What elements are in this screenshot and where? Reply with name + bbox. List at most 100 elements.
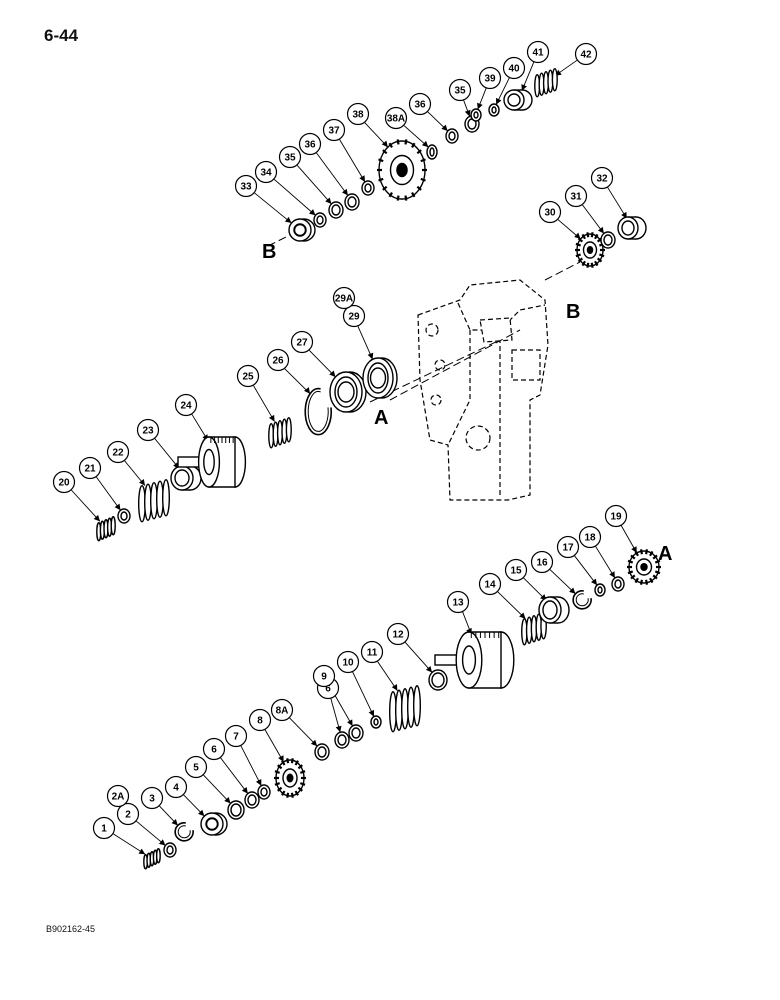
callout-8A: 8A [276, 706, 289, 717]
leader-arrowhead [284, 216, 292, 224]
leader-line [497, 591, 526, 620]
leader-arrowhead [519, 612, 526, 619]
callout-circle [174, 393, 198, 417]
callout-6: 6 [211, 745, 217, 756]
leader-line [273, 178, 316, 216]
part-drum2 [170, 465, 202, 491]
callout-16: 16 [536, 558, 548, 569]
callout-circle [530, 550, 554, 574]
part-spring [137, 479, 170, 523]
callout-circle [136, 418, 160, 442]
reference-letter-B: B [566, 301, 580, 323]
leader-line [352, 671, 375, 717]
leader-arrowhead [329, 370, 336, 377]
reference-letter-A: A [374, 407, 388, 429]
leader-line [296, 165, 332, 205]
leader-arrowhead [591, 578, 598, 586]
leader-arrowhead [425, 665, 433, 673]
part-gear [274, 758, 306, 798]
leader-arrowhead [114, 503, 121, 511]
leader-line [113, 833, 146, 855]
transmission-housing [417, 279, 549, 501]
callout-circle [578, 525, 602, 549]
part-drum2 [503, 89, 533, 111]
callout-38: 38 [352, 110, 364, 121]
callout-circle [408, 92, 432, 116]
leader-arrowhead [268, 414, 275, 422]
callout-3: 3 [149, 794, 155, 805]
part-spring [534, 68, 558, 98]
leader-line [339, 139, 366, 183]
part-ring [348, 724, 364, 742]
part-bearing [329, 371, 367, 413]
callout-circle [78, 456, 102, 480]
callout-circle [336, 650, 360, 674]
leader-arrowhead [421, 140, 429, 148]
part-spring [143, 848, 161, 870]
leader-arrowhead [609, 571, 615, 578]
leader-line [136, 820, 166, 846]
part-bearing [362, 357, 398, 399]
part-gear [575, 232, 605, 268]
leader-line [154, 438, 180, 469]
callout-39: 39 [484, 74, 496, 85]
leader-line [95, 476, 121, 511]
callout-circle [322, 118, 346, 142]
leader-line [240, 745, 262, 786]
reference-letter-A: A [658, 543, 672, 565]
leader-arrowhead [569, 587, 576, 594]
leader-line [71, 489, 101, 522]
alignment-line [389, 329, 521, 401]
leader-line [203, 774, 231, 804]
callout-25: 25 [242, 372, 254, 383]
leader-arrowhead [341, 188, 348, 196]
part-ring [445, 128, 459, 144]
part-spring [268, 417, 292, 449]
part-ring [426, 144, 438, 160]
callout-42: 42 [580, 50, 592, 61]
part-snap [174, 822, 194, 842]
callout-circle [526, 40, 550, 64]
part-ring [428, 669, 448, 691]
callout-35: 35 [454, 86, 466, 97]
callout-circle [184, 755, 208, 779]
leader-arrowhead [464, 109, 471, 117]
callout-circle [604, 504, 628, 528]
part-snap [572, 590, 592, 610]
callout-circle [298, 132, 322, 156]
page-number: 6-44 [44, 26, 79, 45]
callout-23: 23 [142, 426, 154, 437]
callout-circle [234, 174, 258, 198]
callout-33: 33 [240, 182, 252, 193]
callout-15: 15 [510, 566, 522, 577]
part-drum2 [617, 216, 647, 240]
callout-circle [248, 708, 272, 732]
part-spring [389, 685, 422, 733]
callout-20: 20 [58, 478, 70, 489]
callout-12: 12 [392, 630, 404, 641]
part-spring [96, 516, 116, 542]
leader-arrowhead [347, 719, 353, 727]
part-spring [521, 612, 547, 646]
part-drum [177, 436, 247, 488]
callout-7: 7 [233, 732, 239, 743]
callout-circle [116, 802, 140, 826]
callout-circle [478, 66, 502, 90]
callout-31: 31 [570, 192, 582, 203]
callout-19: 19 [610, 512, 622, 523]
callout-22: 22 [112, 448, 124, 459]
leader-arrowhead [359, 175, 365, 182]
callout-10: 10 [342, 658, 354, 669]
alignment-line [544, 261, 581, 281]
part-gear [627, 549, 661, 585]
part-ring [313, 212, 327, 228]
callout-29: 29 [348, 312, 360, 323]
part-ring [600, 231, 616, 249]
leader-arrowhead [574, 232, 581, 239]
callout-circle [502, 56, 526, 80]
leader-arrowhead [139, 479, 145, 486]
callout-circle [140, 786, 164, 810]
callout-circle [332, 286, 356, 310]
